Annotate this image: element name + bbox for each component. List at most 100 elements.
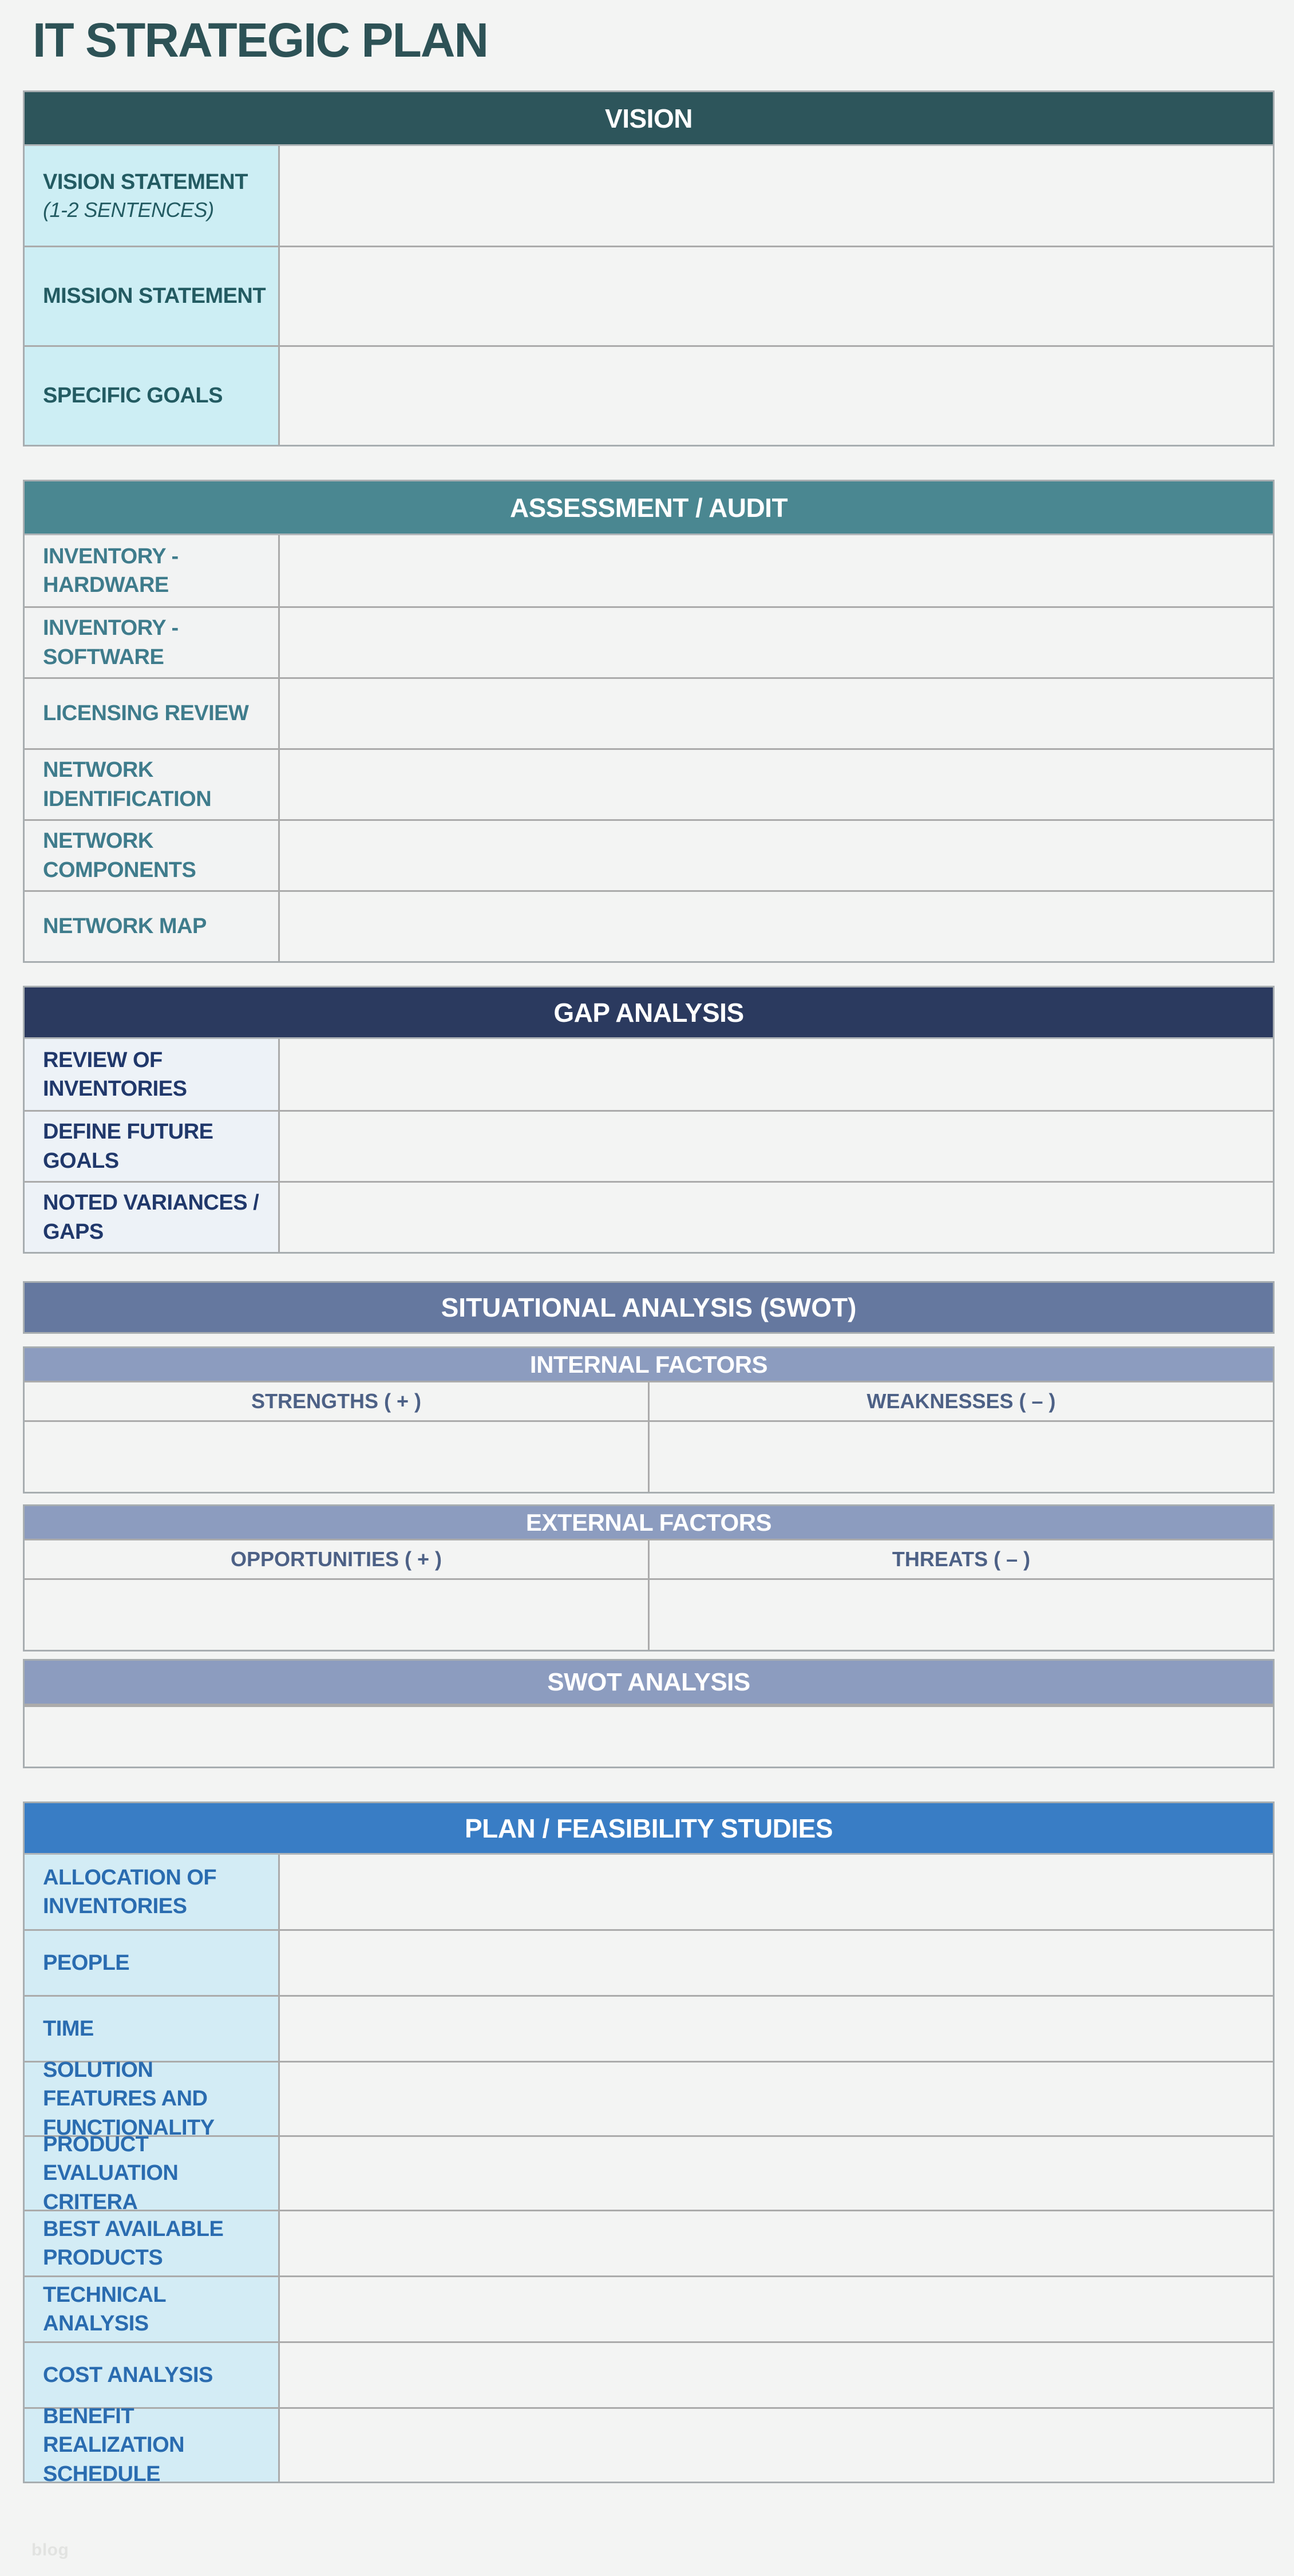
row-label-licensing-review: LICENSING REVIEW [25, 679, 280, 748]
table-row: SOLUTION FEATURES AND FUNCTIONALITY [25, 2058, 1273, 2140]
table-row: MISSION STATEMENT [25, 246, 1273, 345]
assessment-audit-section: ASSESSMENT / AUDIT INVENTORY - HARDWARE … [23, 480, 1275, 963]
row-label-text: NETWORK MAP [43, 914, 207, 939]
opportunities-column-header: OPPORTUNITIES ( + ) [25, 1540, 648, 1578]
technical-analysis-input-cell[interactable] [280, 2277, 1273, 2341]
row-label-review-of-inventories: REVIEW OF INVENTORIES [25, 1039, 280, 1110]
review-of-inventories-input-cell[interactable] [280, 1039, 1273, 1110]
row-label-text: ALLOCATION OF INVENTORIES [43, 1865, 217, 1918]
row-label-network-identification: NETWORK IDENTIFICATION [25, 750, 280, 819]
table-row: INVENTORY - SOFTWARE [25, 606, 1273, 677]
table-row: NETWORK IDENTIFICATION [25, 748, 1273, 819]
swot-analysis-band: SWOT ANALYSIS [25, 1661, 1273, 1705]
threats-column-header: THREATS ( – ) [648, 1540, 1273, 1578]
footer-watermark: blog [31, 2541, 69, 2559]
network-identification-input-cell[interactable] [280, 750, 1273, 819]
table-row: NETWORK COMPONENTS [25, 819, 1273, 890]
external-factors-band: EXTERNAL FACTORS [25, 1506, 1273, 1540]
best-available-products-input-cell[interactable] [280, 2211, 1273, 2275]
row-label-text: VISION STATEMENT [43, 170, 248, 195]
row-label-allocation-of-inventories: ALLOCATION OF INVENTORIES [25, 1855, 280, 1929]
vision-statement-input-cell[interactable] [280, 146, 1273, 246]
network-map-input-cell[interactable] [280, 892, 1273, 961]
mission-statement-input-cell[interactable] [280, 247, 1273, 345]
solution-features-input-cell[interactable] [280, 2063, 1273, 2135]
table-row: TIME [25, 1995, 1273, 2061]
define-future-goals-input-cell[interactable] [280, 1112, 1273, 1181]
licensing-review-input-cell[interactable] [280, 679, 1273, 748]
row-label-text: BEST AVAILABLE PRODUCTS [43, 2217, 224, 2270]
cost-analysis-input-cell[interactable] [280, 2343, 1273, 2407]
row-label-cost-analysis: COST ANALYSIS [25, 2343, 280, 2407]
row-label-text: BENEFIT REALIZATION SCHEDULE [43, 2404, 185, 2486]
specific-goals-input-cell[interactable] [280, 347, 1273, 445]
table-row: PEOPLE [25, 1929, 1273, 1995]
row-label-text: INVENTORY - HARDWARE [43, 544, 179, 597]
opportunities-input-cell[interactable] [25, 1580, 648, 1650]
strengths-input-cell[interactable] [25, 1422, 648, 1492]
weaknesses-column-header: WEAKNESSES ( – ) [648, 1382, 1273, 1420]
benefit-realization-schedule-input-cell[interactable] [280, 2409, 1273, 2482]
row-label-best-available-products: BEST AVAILABLE PRODUCTS [25, 2211, 280, 2275]
row-label-text: NETWORK COMPONENTS [43, 829, 196, 882]
row-label-people: PEOPLE [25, 1931, 280, 1995]
table-row: SPECIFIC GOALS [25, 345, 1273, 445]
row-label-text: REVIEW OF INVENTORIES [43, 1048, 187, 1101]
product-evaluation-criteria-input-cell[interactable] [280, 2137, 1273, 2210]
gap-analysis-section: GAP ANALYSIS REVIEW OF INVENTORIES DEFIN… [23, 986, 1275, 1254]
gap-section-header: GAP ANALYSIS [25, 987, 1273, 1039]
row-label-inventory-software: INVENTORY - SOFTWARE [25, 608, 280, 677]
page-title: IT STRATEGIC PLAN [33, 13, 489, 67]
row-label-solution-features: SOLUTION FEATURES AND FUNCTIONALITY [25, 2058, 280, 2140]
inventory-software-input-cell[interactable] [280, 608, 1273, 677]
row-label-text: INVENTORY - SOFTWARE [43, 616, 179, 669]
inventory-hardware-input-cell[interactable] [280, 535, 1273, 606]
weaknesses-input-cell[interactable] [648, 1422, 1273, 1492]
swot-external-factors-block: EXTERNAL FACTORS OPPORTUNITIES ( + ) THR… [23, 1504, 1275, 1652]
table-row: REVIEW OF INVENTORIES [25, 1039, 1273, 1110]
row-label-time: TIME [25, 1997, 280, 2061]
strengths-column-header: STRENGTHS ( + ) [25, 1382, 648, 1420]
allocation-of-inventories-input-cell[interactable] [280, 1855, 1273, 1929]
row-label-technical-analysis: TECHNICAL ANALYSIS [25, 2277, 280, 2341]
row-label-text: MISSION STATEMENT [43, 284, 266, 309]
table-row: NOTED VARIANCES / GAPS [25, 1181, 1273, 1252]
noted-variances-gaps-input-cell[interactable] [280, 1183, 1273, 1252]
row-label-note: (1-2 SENTENCES) [43, 198, 214, 222]
row-label-benefit-realization-schedule: BENEFIT REALIZATION SCHEDULE [25, 2404, 280, 2486]
threats-input-cell[interactable] [648, 1580, 1273, 1650]
people-input-cell[interactable] [280, 1931, 1273, 1995]
row-label-text: PEOPLE [43, 1950, 130, 1975]
row-label-text: PRODUCT EVALUATION CRITERA [43, 2132, 179, 2214]
vision-section: VISION VISION STATEMENT (1-2 SENTENCES) … [23, 90, 1275, 447]
table-row: BENEFIT REALIZATION SCHEDULE [25, 2404, 1273, 2486]
row-label-text: NETWORK IDENTIFICATION [43, 758, 212, 811]
network-components-input-cell[interactable] [280, 821, 1273, 890]
swot-analysis-block: SWOT ANALYSIS [23, 1659, 1275, 1768]
table-row: DEFINE FUTURE GOALS [25, 1110, 1273, 1181]
table-row: PRODUCT EVALUATION CRITERA [25, 2132, 1273, 2214]
row-label-text: SOLUTION FEATURES AND FUNCTIONALITY [43, 2058, 215, 2140]
row-label-noted-variances-gaps: NOTED VARIANCES / GAPS [25, 1183, 280, 1252]
row-label-product-evaluation-criteria: PRODUCT EVALUATION CRITERA [25, 2132, 280, 2214]
row-label-vision-statement: VISION STATEMENT (1-2 SENTENCES) [25, 146, 280, 246]
table-row: INVENTORY - HARDWARE [25, 535, 1273, 606]
table-row: ALLOCATION OF INVENTORIES [25, 1855, 1273, 1929]
row-label-text: LICENSING REVIEW [43, 701, 249, 726]
assessment-section-header: ASSESSMENT / AUDIT [25, 481, 1273, 535]
row-label-mission-statement: MISSION STATEMENT [25, 247, 280, 345]
time-input-cell[interactable] [280, 1997, 1273, 2061]
row-label-text: TECHNICAL ANALYSIS [43, 2282, 166, 2336]
row-label-network-components: NETWORK COMPONENTS [25, 821, 280, 890]
table-row: NETWORK MAP [25, 890, 1273, 961]
row-label-text: NOTED VARIANCES / GAPS [43, 1191, 259, 1244]
row-label-define-future-goals: DEFINE FUTURE GOALS [25, 1112, 280, 1181]
swot-section-header: SITUATIONAL ANALYSIS (SWOT) [23, 1281, 1275, 1334]
row-label-text: COST ANALYSIS [43, 2362, 213, 2387]
table-row: TECHNICAL ANALYSIS [25, 2275, 1273, 2341]
row-label-inventory-hardware: INVENTORY - HARDWARE [25, 535, 280, 606]
swot-analysis-input-cell[interactable] [25, 1707, 1273, 1767]
vision-section-header: VISION [25, 92, 1273, 146]
plan-section-header: PLAN / FEASIBILITY STUDIES [25, 1803, 1273, 1855]
